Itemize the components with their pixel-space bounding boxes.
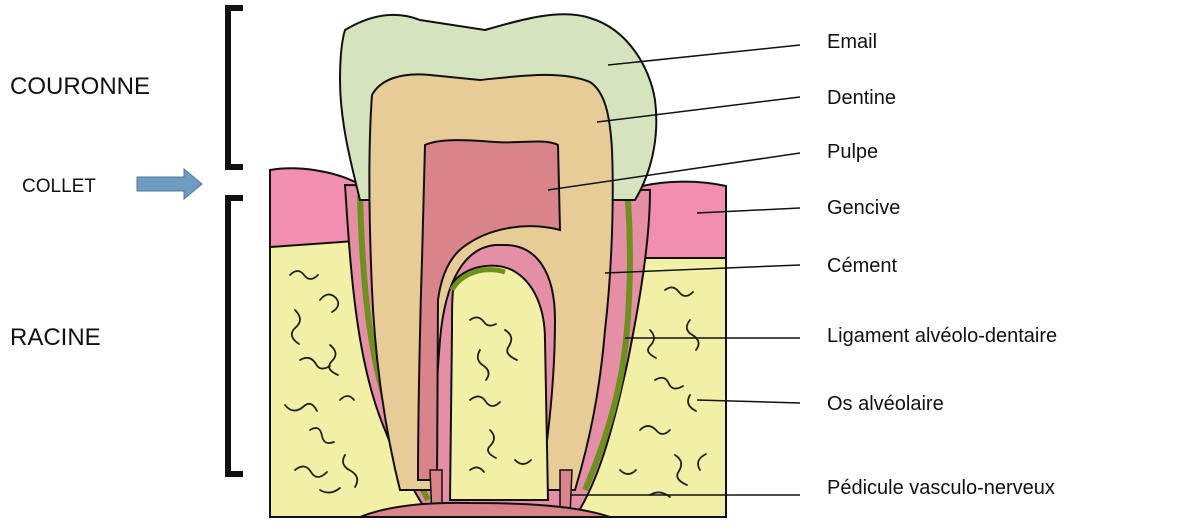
root-label: RACINE: [10, 324, 101, 351]
crown-bracket: [225, 5, 243, 170]
label-gencive: Gencive: [827, 197, 900, 219]
label-dentine: Dentine: [827, 87, 896, 109]
label-pulpe: Pulpe: [827, 141, 878, 163]
neck-label: COLLET: [22, 176, 96, 197]
inner-ligament: [449, 267, 506, 292]
bone-texture: [284, 270, 707, 498]
ligament-right: [582, 199, 633, 492]
crown-label: COURONNE: [10, 73, 150, 100]
label-cement: Cément: [827, 255, 897, 277]
label-ligament: Ligament alvéolo-dentaire: [827, 325, 1057, 347]
root-bracket: [225, 195, 243, 477]
collet-arrow-icon: [136, 167, 203, 201]
pulp-chamber: [416, 139, 562, 481]
leader-lines: [547, 44, 801, 496]
label-pedicule: Pédicule vasculo-nerveux: [827, 477, 1055, 499]
label-os-alveolaire: Os alvéolaire: [827, 393, 944, 415]
interradicular-bone: [448, 264, 550, 501]
vascular-pedicle: [359, 501, 611, 518]
label-email: Email: [827, 31, 877, 53]
